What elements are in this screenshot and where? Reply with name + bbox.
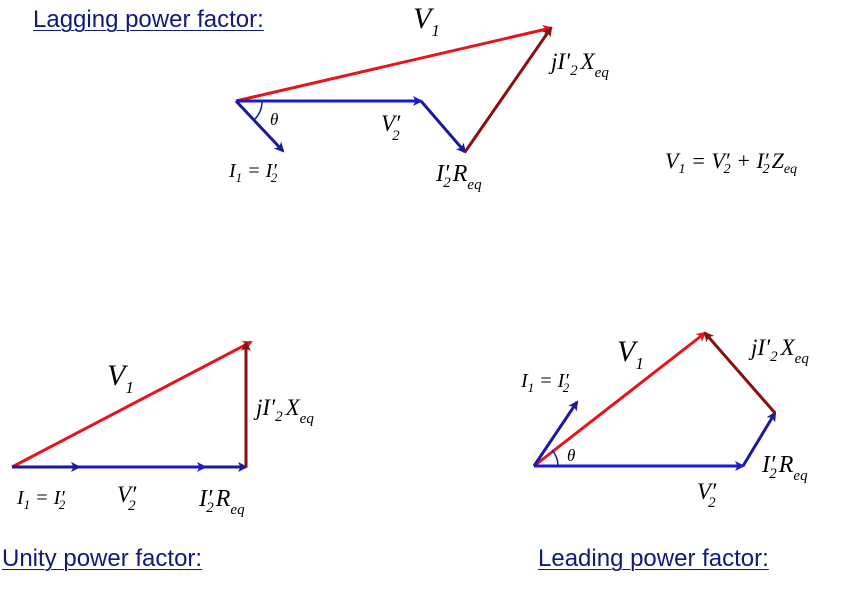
impedance-equation: V1 = V′2 + I′2Zeq (665, 148, 797, 177)
lagging-v1-label: V1 (413, 2, 440, 40)
lagging-current-arrow (234, 99, 285, 153)
unity-v1-arrow (11, 340, 253, 469)
unity-v2-label: V′2 (117, 482, 137, 514)
lagging-ir-arrow (419, 100, 467, 154)
lagging-ir-label: I′2Req (435, 161, 482, 193)
leading-heading: Leading power factor: (538, 545, 769, 572)
lagging-heading: Lagging power factor: (33, 6, 264, 33)
unity-ir-label: I′2Req (198, 486, 245, 518)
leading-theta-label: θ (567, 446, 575, 465)
lagging-v1-arrow (235, 24, 553, 103)
leading-v1-label: V1 (617, 335, 644, 373)
unity-current-label: I1 = I′2 (16, 487, 66, 512)
lagging-angle-arc (253, 100, 263, 121)
leading-ir-label: I′2Req (761, 452, 808, 484)
leading-v2-label: V′2 (697, 479, 717, 511)
leading-angle-arc (551, 449, 559, 467)
leading-ir-arrow (741, 411, 777, 467)
lagging-current-label: I1 = I′2 (228, 160, 278, 185)
lagging-theta-label: θ (270, 110, 278, 129)
unity-heading: Unity power factor: (2, 545, 203, 572)
leading-jix-arrow (703, 331, 777, 414)
unity-v1-label: V1 (107, 359, 134, 397)
lagging-v2-label: V′2 (381, 111, 401, 144)
leading-current-label: I1 = I′2 (520, 370, 570, 395)
lagging-jix-arrow (463, 26, 553, 153)
leading-v1-arrow (533, 331, 707, 468)
leading-current-arrow (532, 400, 579, 467)
